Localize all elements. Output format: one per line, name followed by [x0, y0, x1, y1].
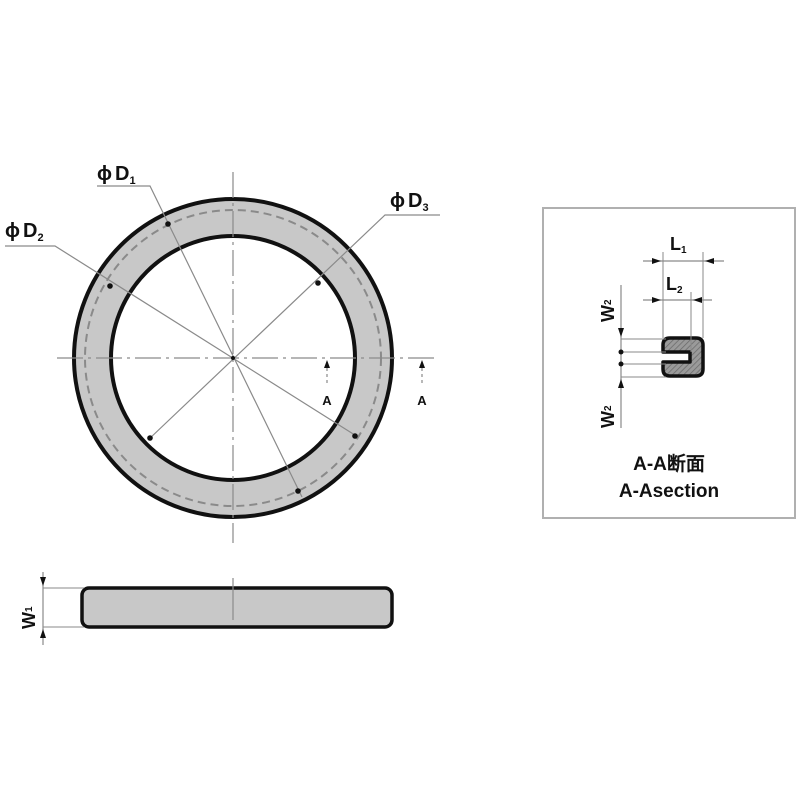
section-mark-right: A — [417, 360, 427, 408]
l2-label: L2 — [666, 274, 683, 296]
section-view-panel: L1 L2 W2 W2 A-A断面 A-Asection — [542, 207, 796, 519]
l2-dimension — [643, 292, 712, 352]
section-mark-right-label: A — [417, 393, 427, 408]
w2-top-label: W2 — [598, 299, 618, 322]
svg-text:ϕD2: ϕD2 — [5, 220, 44, 244]
ring-side-view: W1 — [19, 572, 394, 645]
l1-label: L1 — [670, 234, 687, 256]
w2-bottom-label: W2 — [598, 405, 618, 428]
d2-dimension — [5, 245, 359, 439]
l1-dimension — [643, 252, 724, 338]
d1-dimension — [97, 185, 303, 498]
w1-dimension — [40, 572, 84, 645]
section-caption-en: A-Asection — [619, 481, 719, 502]
center-point — [231, 356, 235, 360]
section-mark-left: A — [322, 360, 332, 408]
section-profile — [661, 336, 705, 378]
side-view-body — [80, 586, 394, 629]
w1-label: W1 — [19, 606, 39, 629]
d3-dimension — [147, 214, 440, 441]
svg-text:ϕD1: ϕD1 — [97, 163, 136, 187]
section-mark-left-label: A — [322, 393, 332, 408]
svg-text:ϕD3: ϕD3 — [390, 190, 429, 214]
section-caption-jp: A-A断面 — [633, 452, 705, 475]
w2-dimension — [618, 285, 666, 428]
